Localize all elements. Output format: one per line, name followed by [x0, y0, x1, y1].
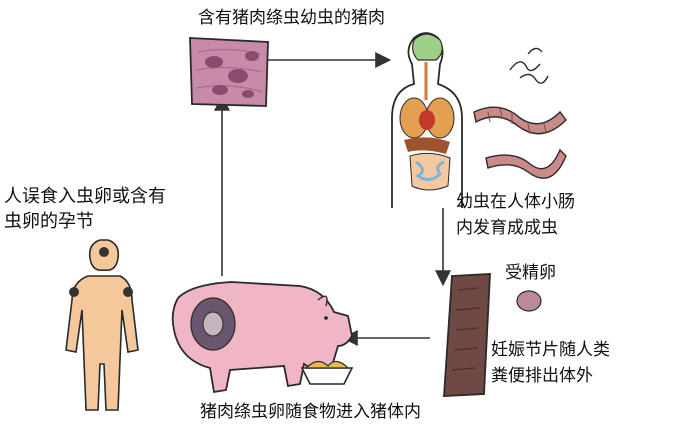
label-gravid-proglottid-line2: 粪便排出体外: [491, 366, 593, 386]
fertilized-egg-image: [516, 290, 542, 312]
larvae-image: [509, 47, 549, 84]
infected-pork-image: [189, 37, 269, 107]
label-pork-with-larvae: 含有猪肉绦虫幼虫的猪肉: [198, 8, 385, 28]
cycle-arrows: [214, 52, 451, 346]
label-larva-develop-line1: 幼虫在人体小肠: [456, 192, 575, 212]
label-fertilized-egg: 受精卵: [505, 263, 556, 283]
human-torso-organs-image: [391, 32, 463, 208]
adult-worm-image: [473, 106, 567, 179]
label-gravid-proglottid-line1: 妊娠节片随人类: [491, 340, 610, 360]
pig-image: [171, 281, 353, 394]
label-human-infection-line1: 人误食入虫卵或含有: [4, 186, 166, 207]
label-larva-develop-line2: 内发育成成虫: [456, 218, 558, 238]
gravid-proglottid-image: [443, 273, 491, 397]
label-human-infection-line2: 虫卵的孕节: [4, 211, 94, 232]
label-pig-ingestion: 猪肉绦虫卵随食物进入猪体内: [200, 402, 421, 422]
feed-trough-image: [300, 360, 354, 385]
human-figure-image: [65, 239, 139, 411]
